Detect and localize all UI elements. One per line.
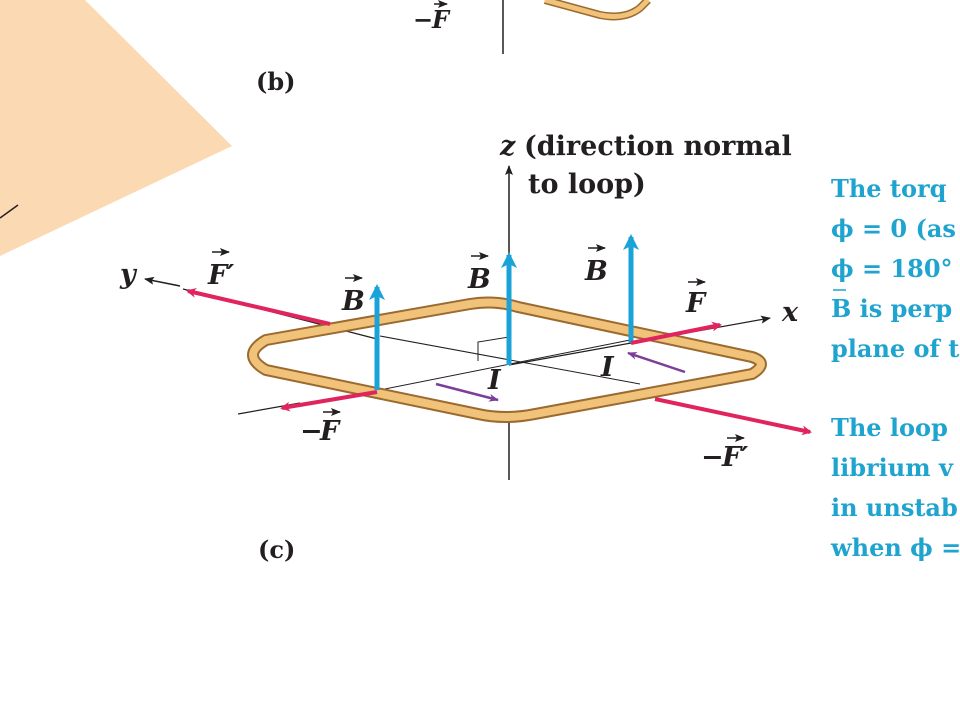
label-b-left: B [341, 274, 365, 317]
label-current-center: I [487, 365, 502, 396]
force-arrow-neg-f [280, 390, 378, 412]
label-neg-f-prime: − F′ [701, 434, 748, 473]
caption-1-line-1: The torq [831, 174, 947, 203]
current-arrow-front [435, 382, 499, 402]
svg-text:F′: F′ [721, 442, 748, 473]
caption-2-line-3: in unstab [831, 493, 958, 522]
label-neg-f: − F [300, 408, 341, 447]
label-b-right: B [584, 244, 608, 287]
z-axis-label: z [499, 131, 516, 162]
caption-1-line-4: B is perp [831, 294, 952, 323]
panel-b-neg-force-label: F [431, 5, 451, 34]
panel-b-neg-force-minus: − [413, 5, 433, 34]
right-angle-mark [477, 336, 510, 361]
y-axis-label: y [119, 259, 138, 290]
svg-text:B: B [341, 286, 365, 317]
x-axis-label: x [781, 297, 799, 328]
panel-c-label: (c) [258, 535, 295, 564]
svg-text:F: F [319, 416, 341, 447]
caption-2-line-1: The loop [831, 413, 948, 442]
z-axis-note-line1: (direction normal [524, 131, 792, 162]
loop-axis-diag-1 [379, 339, 631, 391]
svg-text:F′: F′ [207, 260, 234, 291]
svg-text:−: − [701, 442, 724, 473]
caption-2-line-4: when ϕ = [830, 533, 960, 562]
label-b-center: B [467, 252, 491, 295]
current-arrow-right [627, 351, 686, 374]
force-arrow-f [630, 321, 722, 345]
caption-1-line-5: plane of t [831, 334, 959, 363]
panel-c: z (direction normal to loop) y x B B B F… [119, 131, 812, 564]
panel-b-label: (b) [256, 67, 296, 96]
plane-edge-line [0, 204, 19, 219]
y-axis-arrow [144, 276, 181, 287]
label-f-prime: F′ [207, 248, 234, 291]
svg-text:B: B [584, 256, 608, 287]
tilted-plane [0, 0, 232, 256]
caption-1-line-3: ϕ = 180° [831, 254, 953, 283]
svg-text:−: − [300, 416, 323, 447]
force-arrow-f-prime [186, 287, 331, 326]
caption-block-2: The loop librium v in unstab when ϕ = [830, 413, 960, 562]
panel-b: − F (b) [0, 0, 651, 256]
svg-text:B: B [467, 264, 491, 295]
caption-2-line-2: librium v [831, 453, 954, 482]
label-current-right: I [600, 352, 615, 383]
svg-text:F: F [685, 288, 707, 319]
caption-block-1: The torq ϕ = 0 (as ϕ = 180° B is perp pl… [831, 174, 959, 363]
label-f: F [685, 278, 707, 319]
force-arrow-neg-f-prime [654, 397, 812, 436]
z-axis-note-line2: to loop) [528, 169, 646, 200]
caption-1-line-2: ϕ = 0 (as [831, 214, 956, 243]
current-loop [249, 298, 765, 421]
